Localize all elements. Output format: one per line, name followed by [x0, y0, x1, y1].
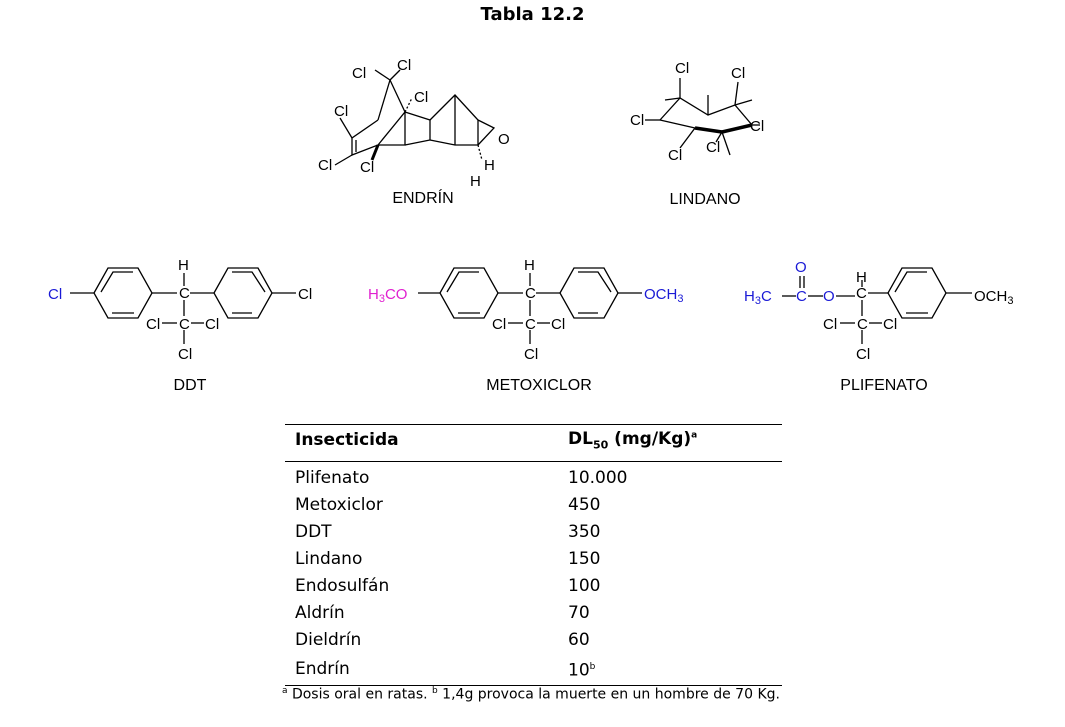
table-footnote: a Dosis oral en ratas. b 1,4g provoca la… [282, 686, 780, 703]
label-endrin: ENDRÍN [392, 190, 454, 207]
ddt-cl-a: Cl [146, 316, 160, 333]
row-name: Dieldrín [295, 630, 362, 651]
metoxiclor-h: H [524, 257, 535, 274]
metoxiclor-cl-a: Cl [492, 316, 506, 333]
row-value: 100 [568, 576, 601, 597]
row-value: 450 [568, 495, 601, 516]
plifenato-c-carbonyl: C [796, 288, 807, 305]
endrin-h-1: H [484, 157, 495, 174]
row-name: Aldrín [295, 603, 345, 624]
table-row: Plifenato 10.000 [285, 462, 782, 493]
endrin-cl-4: Cl [334, 103, 348, 120]
endrin-cl-1: Cl [397, 57, 411, 74]
ddt-cl-c: Cl [178, 346, 192, 363]
footnote-a-text: Dosis oral en ratas. [287, 686, 433, 703]
table-row: Lindano 150 [285, 546, 782, 573]
toxicity-table: Insecticida DL50 (mg/Kg)a Plifenato 10.0… [285, 423, 782, 687]
plifenato-c-2: C [857, 316, 868, 333]
plifenato-c-1: C [856, 285, 867, 302]
endrin-cl-3: Cl [414, 89, 428, 106]
row-name: Endosulfán [295, 576, 390, 597]
metoxiclor-h3co: H3CO [368, 286, 407, 305]
plifenato-o-ester: O [823, 288, 835, 305]
table-row: DDT 350 [285, 519, 782, 546]
endrin-cl-5: Cl [318, 157, 332, 174]
endrin-o: O [498, 131, 510, 148]
row-name: Lindano [295, 549, 363, 570]
footnote-a-mark: a [282, 686, 288, 696]
metoxiclor-cl-b: Cl [551, 316, 565, 333]
row-name: Endrín [285, 654, 558, 687]
row-value: 150 [568, 549, 601, 570]
lindano-cl-1: Cl [675, 60, 689, 77]
metoxiclor-och3: OCH3 [644, 286, 683, 305]
lindano-structure [645, 78, 760, 156]
endrin-structure [334, 69, 496, 166]
header-dl50: DL50 (mg/Kg)a [558, 423, 782, 463]
plifenato-cl-a: Cl [823, 316, 837, 333]
lindano-cl-5: Cl [668, 147, 682, 164]
row-value: 70 [568, 603, 590, 624]
metoxiclor-c-1: C [525, 285, 536, 302]
row-value: 60 [568, 630, 590, 651]
plifenato-cl-c: Cl [856, 346, 870, 363]
ddt-cl-b: Cl [205, 316, 219, 333]
label-ddt: DDT [173, 377, 207, 394]
metoxiclor-structure [418, 267, 642, 344]
endrin-cl-6: Cl [360, 159, 374, 176]
lindano-cl-2: Cl [731, 65, 745, 82]
table-row: Endrín 10b [285, 654, 782, 687]
endrin-h-2: H [470, 173, 481, 190]
ddt-c-2: C [179, 316, 190, 333]
row-value: 350 [568, 522, 601, 543]
metoxiclor-c-2: C [525, 316, 536, 333]
lindano-cl-3: Cl [630, 112, 644, 129]
ddt-structure [70, 267, 296, 344]
ddt-h: H [178, 257, 189, 274]
ddt-cl-right: Cl [298, 286, 312, 303]
structures-drawing: Cl Cl Cl Cl Cl Cl O H H Cl Cl Cl Cl Cl C… [48, 57, 1013, 363]
plifenato-o-carbonyl: O [795, 259, 807, 276]
label-lindano: LINDANO [669, 191, 741, 208]
row-value: 10b [558, 654, 782, 687]
table-row: Endosulfán 100 [285, 573, 782, 600]
label-plifenato: PLIFENATO [840, 377, 928, 394]
table-row: Aldrín 70 [285, 600, 782, 627]
plifenato-och3: OCH3 [974, 288, 1013, 307]
header-insecticida: Insecticida [285, 423, 558, 463]
lindano-cl-6: Cl [706, 139, 720, 156]
ddt-cl-left: Cl [48, 286, 62, 303]
endrin-cl-2: Cl [352, 65, 366, 82]
plifenato-h3c: H3C [744, 288, 772, 307]
figure-title: Tabla 12.2 [480, 4, 585, 25]
lindano-cl-4: Cl [750, 118, 764, 135]
footnote-b-mark: b [432, 686, 438, 696]
plifenato-h: H [856, 269, 867, 286]
table-row: Metoxiclor 450 [285, 492, 782, 519]
ddt-c-1: C [179, 285, 190, 302]
plifenato-cl-b: Cl [883, 316, 897, 333]
row-name: Metoxiclor [295, 495, 383, 516]
table-header-row: Insecticida DL50 (mg/Kg)a [285, 423, 782, 463]
row-name: Plifenato [295, 468, 370, 489]
row-name: DDT [295, 522, 332, 543]
row-value: 10.000 [568, 468, 628, 489]
footnote-b-text: 1,4g provoca la muerte en un hombre de 7… [437, 686, 780, 703]
label-metoxiclor: METOXICLOR [486, 377, 592, 394]
plifenato-structure [782, 267, 972, 344]
metoxiclor-cl-c: Cl [524, 346, 538, 363]
table-row: Dieldrín 60 [285, 627, 782, 654]
